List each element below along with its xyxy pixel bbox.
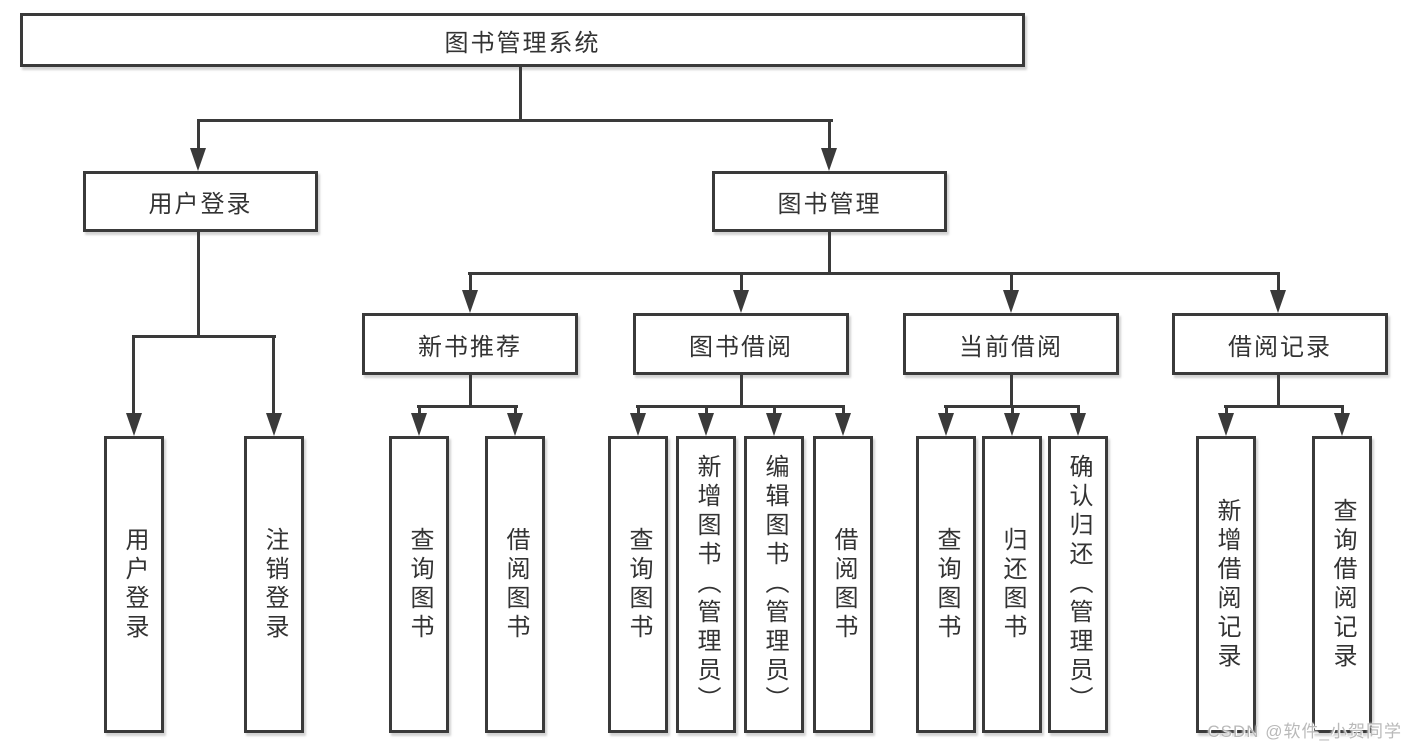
node-current-borrow: 当前借阅 (903, 313, 1119, 375)
connector-line (519, 67, 522, 122)
connector-line (469, 374, 472, 407)
leaf-borrow-add-books-admin-label: 新增图书（管理员） (693, 454, 720, 715)
node-new-book-recommend-label: 新书推荐 (418, 333, 522, 361)
arrow-down-icon (411, 413, 427, 436)
connector-line (469, 275, 472, 293)
leaf-current-return-books-label: 归还图书 (999, 526, 1026, 643)
leaf-user-login: 用户登录 (104, 436, 164, 733)
node-book-management-label: 图书管理 (777, 191, 882, 218)
connector-line (417, 405, 518, 408)
node-borrow-records-label: 借阅记录 (1228, 333, 1332, 361)
connector-line (272, 338, 275, 416)
connector-line (1010, 374, 1013, 407)
leaf-records-add-borrow-record-label: 新增借阅记录 (1213, 497, 1240, 672)
arrow-down-icon (1070, 413, 1086, 436)
connector-line (828, 122, 831, 152)
connector-line (636, 405, 845, 408)
connector-line (132, 335, 276, 338)
node-book-borrow-label: 图书借阅 (689, 333, 793, 361)
node-borrow-records: 借阅记录 (1172, 313, 1388, 375)
connector-line (828, 232, 831, 274)
leaf-current-query-books: 查询图书 (916, 436, 976, 733)
arrow-down-icon (190, 148, 206, 171)
arrow-down-icon (507, 413, 523, 436)
leaf-current-return-books: 归还图书 (982, 436, 1042, 733)
arrow-down-icon (766, 413, 782, 436)
arrow-down-icon (733, 290, 749, 313)
leaf-borrow-borrow-books: 借阅图书 (813, 436, 873, 733)
arrow-down-icon (1003, 290, 1019, 313)
connector-line (740, 275, 743, 293)
node-user-login: 用户登录 (83, 171, 318, 232)
leaf-newbook-query-books: 查询图书 (389, 436, 449, 733)
leaf-newbook-query-books-label: 查询图书 (406, 526, 433, 643)
leaf-records-query-borrow-record-label: 查询借阅记录 (1329, 497, 1356, 672)
arrow-down-icon (698, 413, 714, 436)
arrow-down-icon (126, 413, 142, 436)
leaf-records-add-borrow-record: 新增借阅记录 (1196, 436, 1256, 733)
leaf-borrow-add-books-admin: 新增图书（管理员） (676, 436, 736, 733)
connector-line (1277, 374, 1280, 407)
connector-line (740, 374, 743, 407)
leaf-current-query-books-label: 查询图书 (933, 526, 960, 643)
node-root-label: 图书管理系统 (444, 29, 601, 57)
leaf-borrow-query-books: 查询图书 (608, 436, 668, 733)
arrow-down-icon (1004, 413, 1020, 436)
node-current-borrow-label: 当前借阅 (959, 333, 1063, 361)
csdn-watermark: CSDN @软件_小贺同学 (1207, 722, 1402, 741)
connector-line (197, 122, 200, 152)
connector-line (197, 232, 200, 337)
leaf-records-query-borrow-record: 查询借阅记录 (1312, 436, 1372, 733)
leaf-current-confirm-return-admin: 确认归还（管理员） (1048, 436, 1108, 733)
arrow-down-icon (630, 413, 646, 436)
node-book-borrow: 图书借阅 (633, 313, 849, 375)
connector-line (468, 272, 1280, 275)
leaf-newbook-borrow-books-label: 借阅图书 (502, 526, 529, 643)
leaf-user-login-label: 用户登录 (121, 526, 148, 643)
node-new-book-recommend: 新书推荐 (362, 313, 578, 375)
arrow-down-icon (835, 413, 851, 436)
arrow-down-icon (1270, 290, 1286, 313)
arrow-down-icon (266, 413, 282, 436)
arrow-down-icon (821, 148, 837, 171)
connector-line (944, 405, 1080, 408)
connector-line (1277, 275, 1280, 293)
leaf-newbook-borrow-books: 借阅图书 (485, 436, 545, 733)
leaf-borrow-borrow-books-label: 借阅图书 (830, 526, 857, 643)
node-user-login-label: 用户登录 (148, 191, 253, 218)
arrow-down-icon (1334, 413, 1350, 436)
arrow-down-icon (938, 413, 954, 436)
arrow-down-icon (1218, 413, 1234, 436)
node-root: 图书管理系统 (20, 13, 1025, 67)
leaf-borrow-edit-books-admin: 编辑图书（管理员） (744, 436, 804, 733)
connector-line (1010, 275, 1013, 293)
leaf-borrow-query-books-label: 查询图书 (625, 526, 652, 643)
connector-line (197, 119, 833, 122)
connector-line (132, 338, 135, 416)
leaf-logout-login: 注销登录 (244, 436, 304, 733)
connector-line (1224, 405, 1344, 408)
arrow-down-icon (462, 290, 478, 313)
node-book-management: 图书管理 (712, 171, 947, 232)
leaf-borrow-edit-books-admin-label: 编辑图书（管理员） (761, 454, 788, 715)
leaf-current-confirm-return-admin-label: 确认归还（管理员） (1065, 454, 1092, 715)
leaf-logout-login-label: 注销登录 (261, 526, 288, 643)
